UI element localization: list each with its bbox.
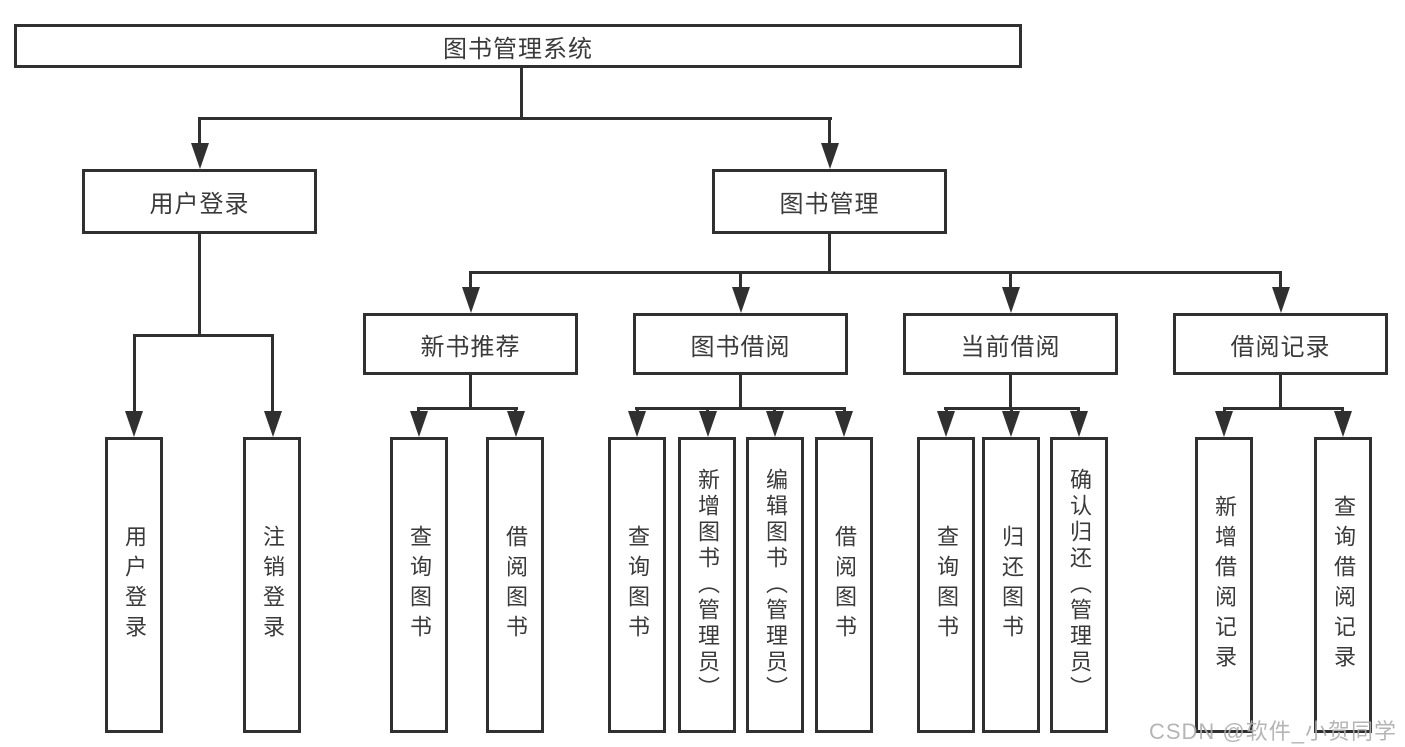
connector-line (635, 407, 846, 410)
node-label: 借阅图书 (503, 525, 528, 645)
arrow-down-icon (1272, 287, 1290, 313)
connector-line (417, 407, 518, 410)
arrow-down-icon (462, 287, 480, 313)
leaf-borrowing-borrow-books: 借阅图书 (815, 437, 873, 733)
node-label: 查询图书 (407, 525, 432, 645)
arrow-down-icon (699, 411, 717, 437)
leaf-current-return-books: 归还图书 (982, 437, 1040, 733)
connector-line (469, 375, 472, 409)
connector-line (1223, 407, 1344, 410)
node-label: 注销登录 (260, 525, 285, 645)
arrow-down-icon (1002, 287, 1020, 313)
leaf-borrowing-query-books: 查询图书 (608, 437, 666, 733)
leaf-logout: 注销登录 (243, 437, 301, 733)
connector-line (1077, 407, 1080, 414)
connector-line (636, 407, 639, 414)
arrow-down-icon (125, 411, 143, 437)
arrow-down-icon (410, 411, 428, 437)
arrow-down-icon (1334, 411, 1352, 437)
node-user-login: 用户登录 (82, 169, 317, 234)
leaf-current-query-books: 查询图书 (917, 437, 975, 733)
node-label: 当前借阅 (960, 333, 1061, 361)
connector-line (945, 407, 948, 414)
node-label: 新增图书（管理员） (695, 468, 720, 702)
node-label: 确认归还（管理员） (1067, 468, 1092, 702)
node-library-management-system: 图书管理系统 (14, 24, 1022, 68)
connector-line (1010, 407, 1013, 414)
connector-line (1341, 407, 1344, 414)
leaf-records-query-record: 查询借阅记录 (1314, 437, 1372, 733)
node-label: 编辑图书（管理员） (763, 468, 788, 702)
leaf-newbook-query-books: 查询图书 (390, 437, 448, 733)
node-label: 查询借阅记录 (1331, 495, 1356, 675)
connector-line (706, 407, 709, 414)
node-label: 用户登录 (122, 525, 147, 645)
node-label: 用户登录 (149, 191, 250, 218)
connector-line (520, 67, 523, 119)
connector-line (773, 407, 776, 414)
node-label: 图书借阅 (690, 333, 791, 361)
node-label: 归还图书 (999, 525, 1024, 645)
connector-line (198, 117, 201, 145)
arrow-down-icon (1070, 411, 1088, 437)
arrow-down-icon (835, 411, 853, 437)
node-label: 图书管理系统 (443, 35, 593, 63)
leaf-newbook-borrow-books: 借阅图书 (486, 437, 544, 733)
node-book-borrowing: 图书借阅 (633, 313, 848, 375)
node-label: 图书管理 (779, 191, 880, 218)
connector-line (133, 334, 136, 413)
arrow-down-icon (191, 143, 209, 169)
leaf-user-login: 用户登录 (105, 437, 163, 733)
csdn-watermark: CSDN @软件_小贺同学 (1148, 719, 1397, 744)
node-book-management: 图书管理 (712, 169, 947, 234)
node-new-book-recommend: 新书推荐 (363, 313, 578, 375)
connector-line (514, 407, 517, 414)
arrow-down-icon (937, 411, 955, 437)
connector-line (417, 407, 420, 414)
connector-line (469, 271, 472, 289)
node-label: 借阅图书 (832, 525, 857, 645)
connector-line (198, 117, 832, 120)
node-borrowing-records: 借阅记录 (1173, 313, 1388, 375)
leaf-borrowing-add-books-admin: 新增图书（管理员） (678, 437, 736, 733)
connector-line (271, 334, 274, 413)
arrow-down-icon (264, 411, 282, 437)
connector-line (739, 271, 742, 289)
arrow-down-icon (1215, 411, 1233, 437)
connector-line (1009, 375, 1012, 409)
leaf-records-add-record: 新增借阅记录 (1195, 437, 1253, 733)
node-label: 查询图书 (934, 525, 959, 645)
leaf-borrowing-edit-books-admin: 编辑图书（管理员） (746, 437, 804, 733)
connector-line (828, 117, 831, 145)
leaf-current-confirm-return-admin: 确认归还（管理员） (1050, 437, 1108, 733)
connector-line (198, 234, 201, 337)
arrow-down-icon (1002, 411, 1020, 437)
node-label: 新增借阅记录 (1212, 495, 1237, 675)
connector-line (1279, 271, 1282, 289)
node-current-borrowing: 当前借阅 (903, 313, 1118, 375)
arrow-down-icon (821, 143, 839, 169)
arrow-down-icon (507, 411, 525, 437)
connector-line (739, 375, 742, 409)
connector-line (828, 234, 831, 274)
node-label: 新书推荐 (420, 333, 521, 361)
connector-line (843, 407, 846, 414)
arrow-down-icon (766, 411, 784, 437)
connector-line (469, 271, 1282, 274)
connector-line (1009, 271, 1012, 289)
arrow-down-icon (628, 411, 646, 437)
connector-line (1279, 375, 1282, 409)
node-label: 借阅记录 (1230, 333, 1331, 361)
connector-line (133, 334, 274, 337)
connector-line (1223, 407, 1226, 414)
arrow-down-icon (732, 287, 750, 313)
node-label: 查询图书 (625, 525, 650, 645)
